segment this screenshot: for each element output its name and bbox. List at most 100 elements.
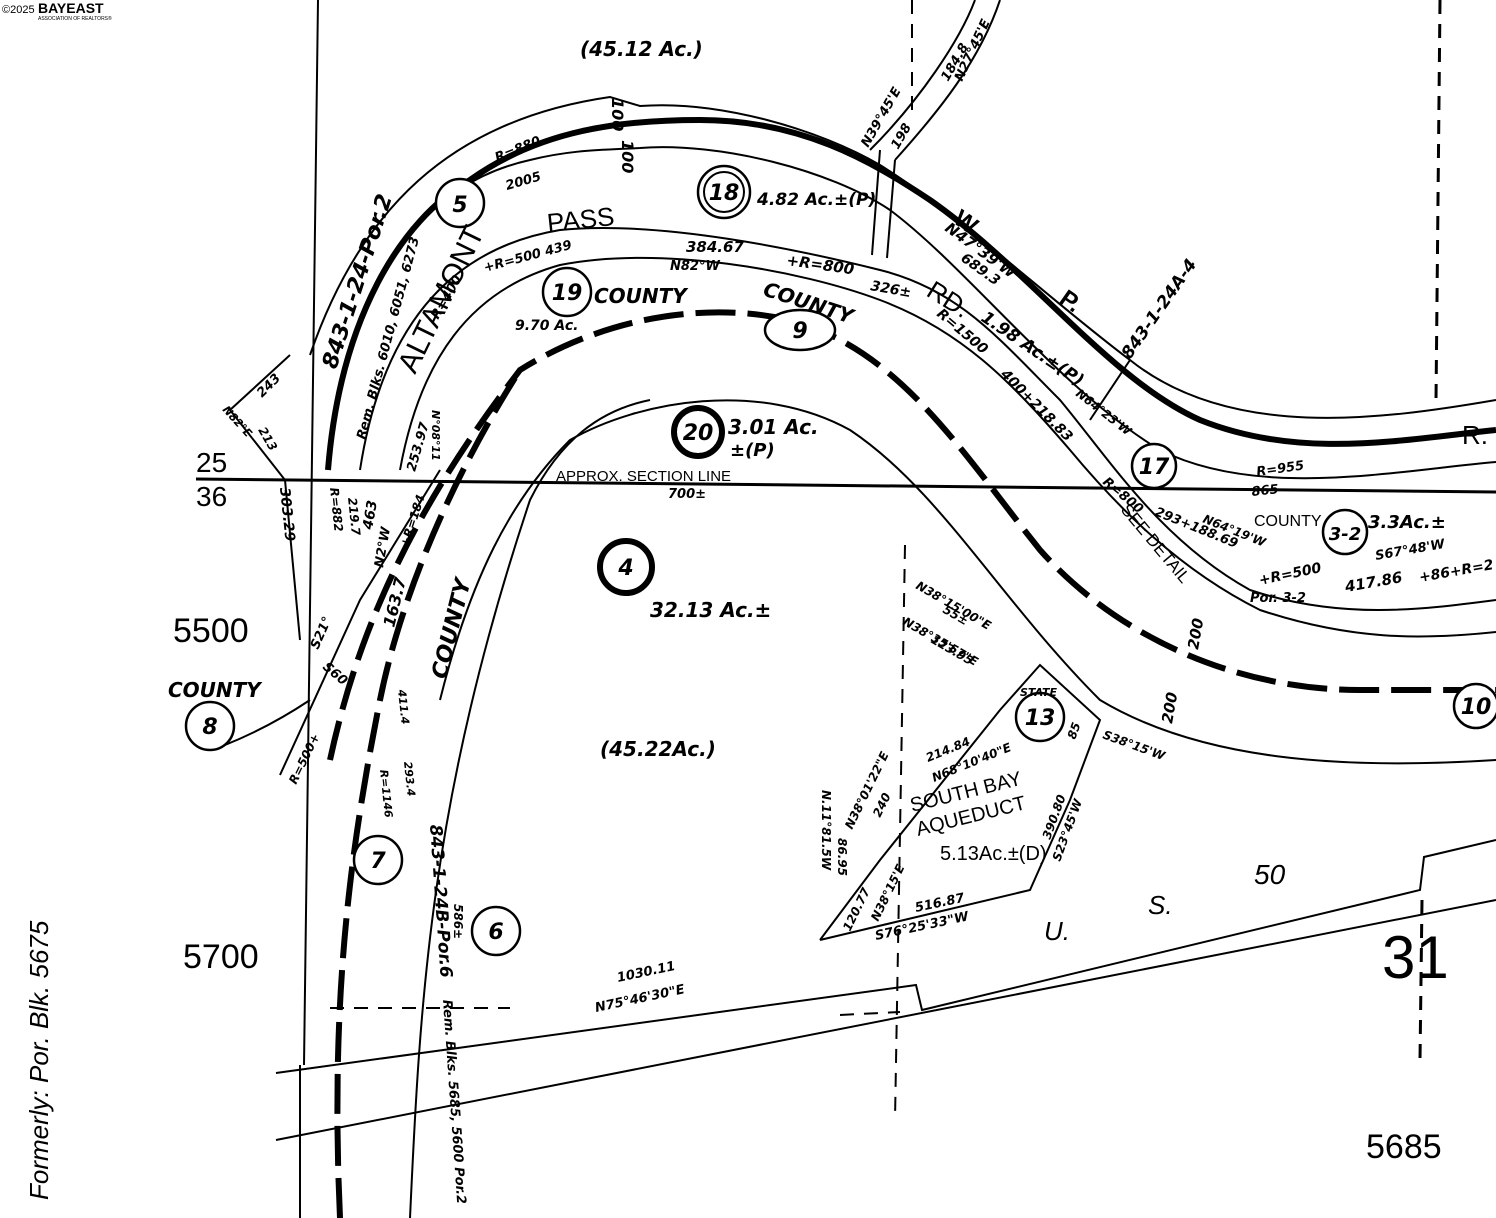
dim-411: 411.4 <box>395 688 412 725</box>
map-linework <box>195 0 1496 1218</box>
parcel-number-6: 6 <box>488 920 503 945</box>
left-boundary-line <box>303 0 319 1066</box>
label-county-19: COUNTY <box>594 284 689 308</box>
parcel-left-wedge <box>228 354 301 641</box>
parcel-number-7: 7 <box>370 849 386 874</box>
county-road-west-edge <box>409 399 651 1218</box>
general-labels: COUNTY COUNTY COUNTY COUNTY COUNTY STATE… <box>24 191 1322 1204</box>
dim-417: 417.86 <box>1343 568 1404 596</box>
label-section-distance: 700± <box>668 487 706 502</box>
dim-n82e: N82°E <box>220 403 255 440</box>
dim-240: 240 <box>870 791 894 820</box>
label-rem-blks-bottom: Rem. Blks. 5685, 5600 Por.2 <box>439 999 468 1204</box>
parcel-number-19: 19 <box>552 281 583 306</box>
parcel-18-east-line-2 <box>886 159 896 259</box>
acreage-parcel-18: 4.82 Ac.±(P) <box>756 190 876 210</box>
dim-r882: R=882 <box>327 487 346 533</box>
dim-865: 865 <box>1251 482 1280 500</box>
parcel-number-5: 5 <box>452 193 467 218</box>
dim-463: 463 <box>360 499 381 532</box>
watermark-brand: BAYEAST <box>38 0 104 16</box>
parcel-8-arrow <box>224 699 311 746</box>
dim-r880: R=880 <box>493 134 543 166</box>
label-apn-right: 843-1-24A-4 <box>1118 255 1202 362</box>
label-formerly: Formerly: Por. Blk. 5675 <box>24 920 54 1200</box>
acreage-labels: (45.12 Ac.) 4.82 Ac.±(P) 9.70 Ac. 3.01 A… <box>515 37 1446 865</box>
acreage-top: (45.12 Ac.) <box>580 37 703 61</box>
dim-586: 586± <box>451 904 465 939</box>
label-county-3-2: COUNTY <box>1254 513 1322 530</box>
parcel-number-9: 9 <box>792 319 807 344</box>
parcel-circle-6 <box>470 905 522 957</box>
road-inner-edge <box>349 146 1496 480</box>
block-5685: 5685 <box>1366 1128 1442 1166</box>
acreage-aqueduct: 5.13Ac.±(D) <box>940 843 1047 865</box>
dim-n64w: N64°23'W <box>1073 386 1135 438</box>
dim-200-a: 200 <box>1184 617 1207 651</box>
parcel-8-boundary <box>279 469 441 776</box>
dim-86: +86+R=2 <box>1418 557 1495 586</box>
dim-n1181: N.11°81.5W <box>819 790 833 871</box>
parcel-number-10: 10 <box>1461 695 1492 720</box>
block-numbers: 25 36 5500 5700 5685 31 <box>173 447 1449 1166</box>
county-road-9-heavy <box>327 309 1496 761</box>
parcel-markers: 5 18 19 20 4 9 17 3-2 10 13 8 7 6 <box>184 164 1496 957</box>
watermark-copyright: ©2025 <box>2 4 35 16</box>
parcel-number-20: 20 <box>683 421 714 446</box>
block-25: 25 <box>196 447 227 478</box>
block-5700: 5700 <box>183 938 259 976</box>
dim-85: 85 <box>1065 721 1084 741</box>
parcel-circle-4 <box>597 538 655 596</box>
county-road-west-heavy <box>334 368 523 1218</box>
label-county-left: COUNTY <box>428 574 477 681</box>
altamont-pass-north <box>359 227 1496 611</box>
us50-south-edge <box>275 899 1496 1141</box>
road-name-r: R. <box>1462 420 1488 450</box>
dashed-line-right-bottom <box>1418 899 1424 1061</box>
dim-1030: 1030.11 <box>616 959 677 986</box>
acreage-parcel-3-2: 3.3Ac.± <box>1368 512 1446 533</box>
road-name-s: S. <box>1148 890 1173 920</box>
parcel-circle-3-2 <box>1321 508 1369 556</box>
parcel-circle-10 <box>1452 682 1496 730</box>
dim-n7546: N75°46'30"E <box>594 982 687 1016</box>
dim-s21: S21° <box>308 614 336 651</box>
dim-n2w: N2°W <box>372 525 394 568</box>
road-name-50: 50 <box>1254 859 1286 890</box>
watermark-tagline: ASSOCIATION OF REALTORS® <box>38 15 112 22</box>
label-por-3-2: Por. 3-2 <box>1250 591 1306 606</box>
dim-200-b: 200 <box>1158 691 1181 725</box>
upper-road-east <box>894 0 1001 161</box>
upper-road-west <box>869 0 976 151</box>
acreage-parcel-19: 9.70 Ac. <box>515 318 578 334</box>
dim-s6748: S67°48'W <box>1374 537 1447 564</box>
parcel-circle-20 <box>671 405 725 459</box>
dim-384: 384.67 <box>686 238 744 256</box>
county-road-9-south <box>439 399 1496 765</box>
parcel-18-east-line <box>871 149 881 256</box>
acreage-bottom: (45.22Ac.) <box>600 737 716 761</box>
apn-right-arrow <box>1089 359 1131 421</box>
dim-r955: R=955 <box>1255 458 1305 480</box>
road-north-edge <box>309 95 1496 419</box>
acreage-parcel-20: 3.01 Ac. <box>728 415 819 439</box>
label-apn-bottom: 843-1-24B-Por.6 <box>425 824 456 979</box>
dim-r500plus: R=500+ <box>286 731 322 786</box>
dim-213: 213 <box>255 425 280 454</box>
dim-2005: 2005 <box>504 169 543 193</box>
dim-163: 163.7 <box>379 574 410 629</box>
dim-326: 326± <box>869 278 912 301</box>
dim-100-bottom: 100 <box>618 140 637 173</box>
dim-120: 120.77 <box>840 885 873 933</box>
parcel-circle-19 <box>541 266 593 318</box>
dim-r800: +R=800 <box>785 251 855 278</box>
parcel-circle-18 <box>696 164 752 220</box>
dim-n80w: N°08°11 <box>429 410 442 461</box>
parcel-circle-13 <box>1014 691 1066 743</box>
section-line <box>195 477 1496 494</box>
dim-219: 219.7 <box>345 497 363 537</box>
parcel-number-13: 13 <box>1025 706 1056 731</box>
dashed-line-bottom-mid <box>839 1011 901 1016</box>
dim-r184: +R=184 <box>398 493 428 549</box>
